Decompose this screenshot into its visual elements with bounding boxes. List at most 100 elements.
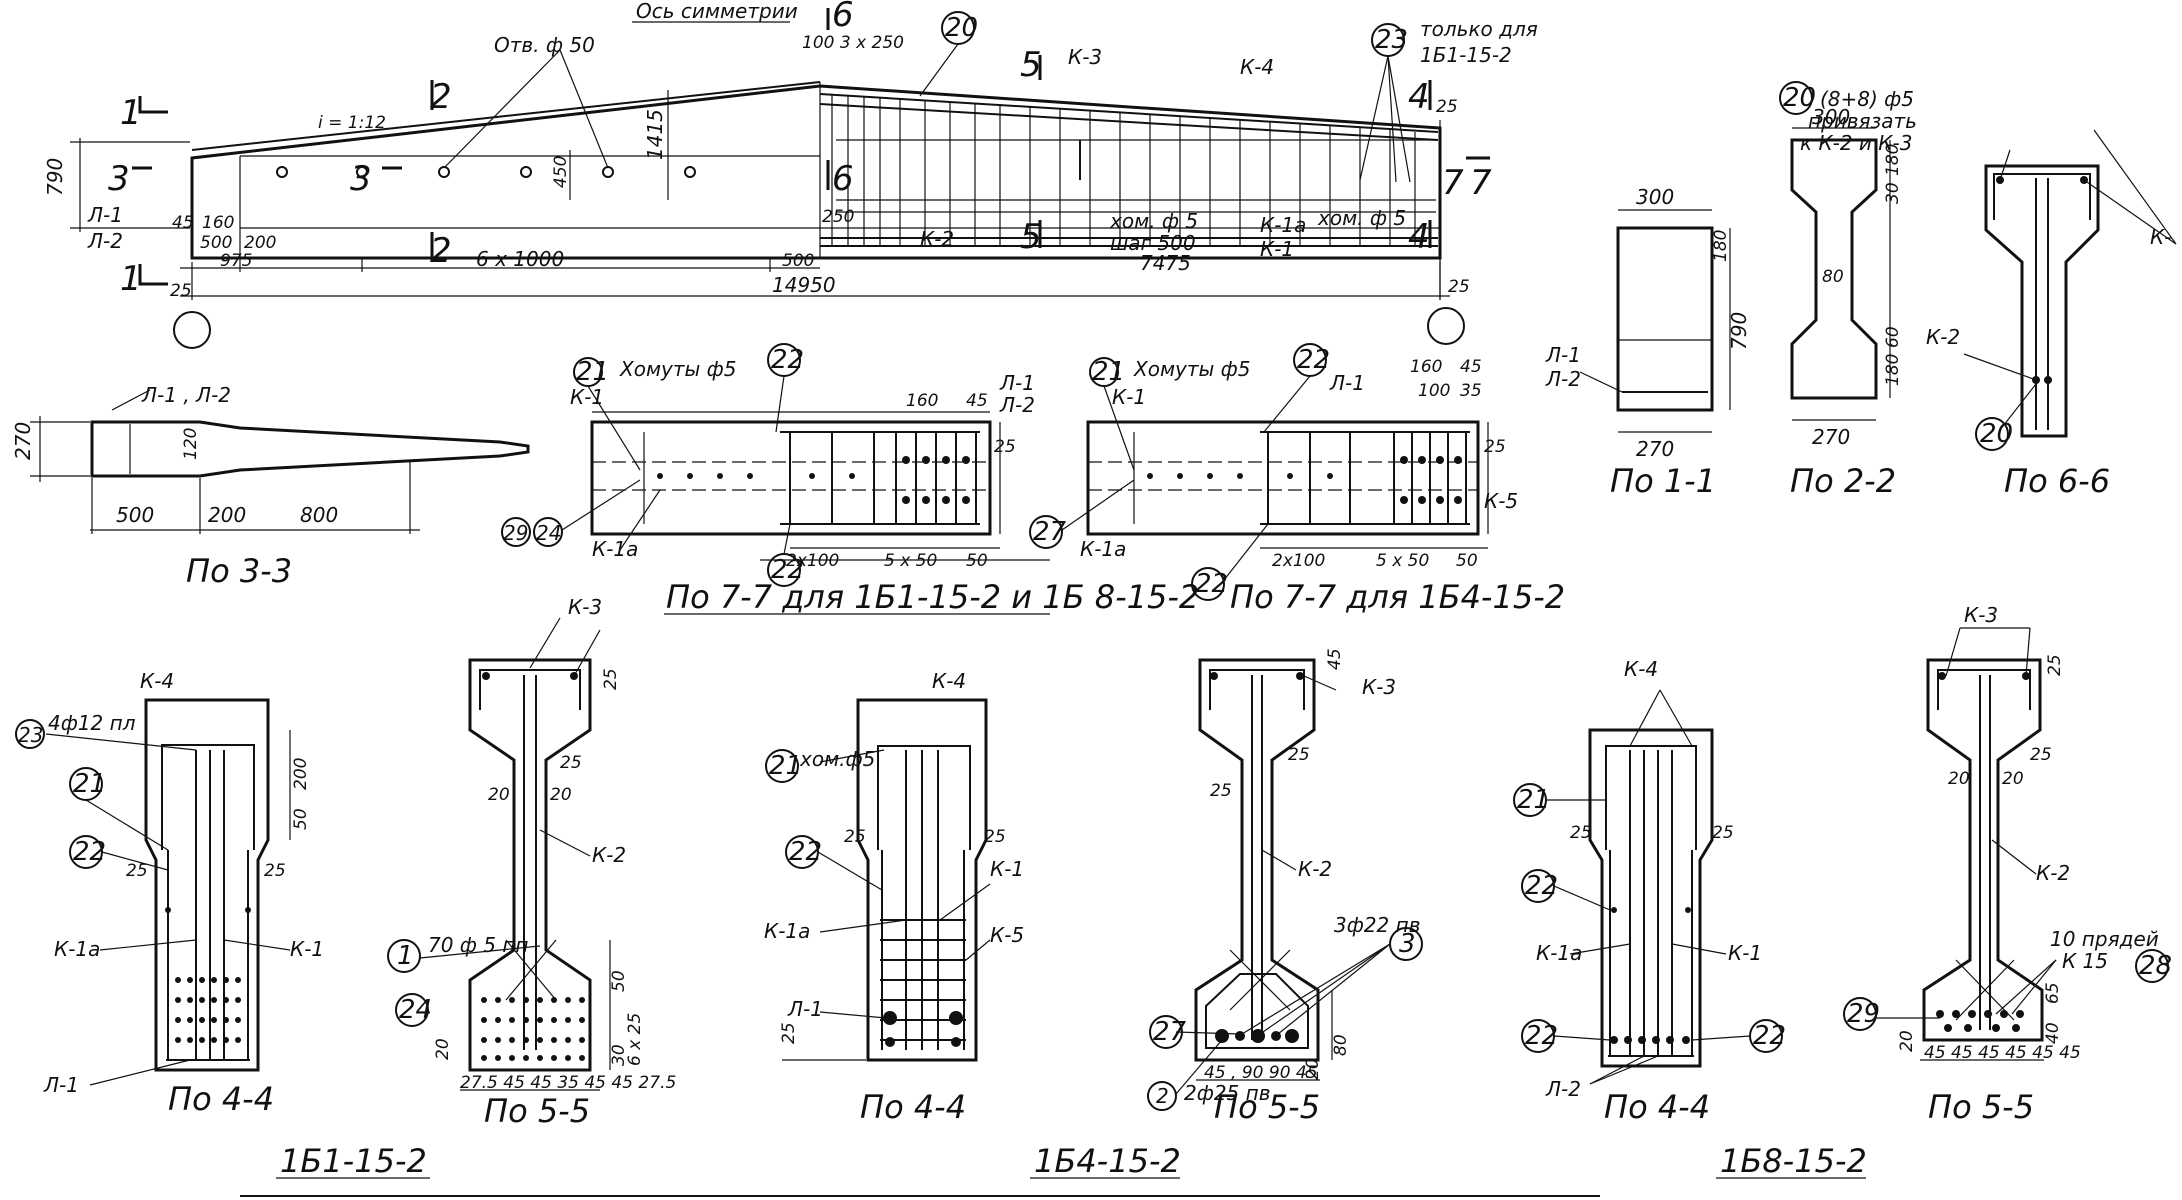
s66-title: По 6-6 xyxy=(2004,462,2110,500)
symmetry-axis-label: Ось симметрии xyxy=(636,0,798,23)
s77b-k5: К-5 xyxy=(1484,489,1518,513)
s77a-callout-21: 21 xyxy=(576,357,609,387)
g1s55-d20b: 20 xyxy=(550,785,572,805)
s77b-title: По 7-7 для 1Б4-15-2 xyxy=(1230,578,1565,616)
section-marker-6-bottom: 6 xyxy=(832,159,854,199)
g8-d25a: 25 xyxy=(1570,823,1592,843)
group-1b1-section-4-4: 4ф12 пл К-4 К-1а К-1 Л-1 25 25 200 50 23… xyxy=(15,669,324,1118)
g4-s44-title: По 4-4 xyxy=(860,1088,966,1126)
g1-bars: 4ф12 пл xyxy=(48,711,136,735)
g8-k1: К-1 xyxy=(1728,941,1762,965)
g1s55-d30: 30 xyxy=(609,1044,629,1066)
dim-250: 250 xyxy=(822,207,854,227)
label-k3: К-3 xyxy=(1068,45,1102,69)
group-1b8-title: 1Б8-15-2 xyxy=(1720,1142,1867,1180)
g8s55-callout-28: 28 xyxy=(2139,951,2172,981)
dim-500: 500 xyxy=(200,233,232,253)
g1s55-k3: К-3 xyxy=(568,595,602,619)
group-1b4-title: 1Б4-15-2 xyxy=(1034,1142,1181,1180)
section-marker-2-bottom: 2 xyxy=(430,231,452,271)
section-7-7-a: Хомуты ф5 К-1 К-1а Л-1 Л-2 160 45 25 2x1… xyxy=(501,343,1199,616)
s22-d180b: 180 xyxy=(1883,354,1903,386)
section-outline xyxy=(1194,658,1320,1062)
s33-h270: 270 xyxy=(11,422,35,460)
label-l1: Л-1 xyxy=(87,203,123,227)
s77b-d50: 50 xyxy=(1456,551,1478,571)
g1-d25b: 25 xyxy=(264,861,286,881)
callout-20: 20 xyxy=(945,13,978,43)
strand-dots xyxy=(1936,672,2030,1032)
section-outline xyxy=(1790,138,1878,400)
label-l2: Л-2 xyxy=(87,229,123,253)
dim-14950: 14950 xyxy=(772,273,836,297)
callout-circle xyxy=(765,749,799,783)
g8s55-d20b: 20 xyxy=(2002,769,2024,789)
stirrups-label: хом. ф 5 xyxy=(1317,206,1406,230)
g1-k1a: К-1а xyxy=(54,937,100,961)
s77a-k1: К-1 xyxy=(570,385,604,409)
dim-200: 200 xyxy=(244,233,276,253)
callout-20-b: 20 xyxy=(1783,83,1816,113)
s33-d500: 500 xyxy=(116,503,154,527)
g4-callout-21: 21 xyxy=(769,751,802,781)
callout-circle xyxy=(1147,1081,1177,1111)
dim-25-right: 25 xyxy=(1448,277,1470,297)
s77b-k1: К-1 xyxy=(1112,385,1146,409)
section-7-7-b: Хомуты ф5 К-1 К-1а К-5 Л-1 160 45 100 35… xyxy=(1029,343,1565,616)
section-outline xyxy=(1922,658,2044,1042)
s11-height: 790 xyxy=(1727,312,1751,350)
s33-label: Л-1 , Л-2 xyxy=(141,383,231,407)
callout-23: 23 xyxy=(1375,25,1408,55)
section-outline xyxy=(468,658,592,1072)
g4s55-callout-2: 2 xyxy=(1156,1084,1169,1108)
s77b-callout-22: 22 xyxy=(1297,345,1330,375)
g4s55-callout-27: 27 xyxy=(1153,1017,1187,1047)
s66-k2: К-2 xyxy=(1926,325,1960,349)
s77b-callout-21: 21 xyxy=(1092,357,1125,387)
g8-k4: К-4 xyxy=(1624,657,1658,681)
s77b-l1: Л-1 xyxy=(1329,371,1365,395)
section-3-3: 270 120 500 200 800 Л-1 , Л-2 По 3-3 xyxy=(11,383,530,590)
g1-k1: К-1 xyxy=(290,937,324,961)
g4-k1: К-1 xyxy=(990,857,1024,881)
callout-circle xyxy=(2135,949,2169,983)
section-outline xyxy=(1588,728,1714,1068)
beam-top-edge xyxy=(191,81,821,151)
callout-circle xyxy=(1975,417,2009,451)
s77a-l2: Л-2 xyxy=(999,393,1035,417)
dim-7475: 7475 xyxy=(1140,251,1191,275)
g8s55-strands: 10 прядей xyxy=(2050,927,2159,951)
s33-d800: 800 xyxy=(300,503,338,527)
only-for-value: 1Б1-15-2 xyxy=(1420,43,1512,67)
g8-d25b: 25 xyxy=(1712,823,1734,843)
label-k1a: К-1а xyxy=(1260,213,1306,237)
g4s55-title: По 5-5 xyxy=(1214,1088,1320,1126)
s77a-callout-22: 22 xyxy=(771,345,804,375)
section-marker-6-top: 6 xyxy=(832,0,854,35)
rebar-dots xyxy=(657,456,970,504)
s77a-stirrups: Хомуты ф5 xyxy=(619,357,736,381)
dim-160: 160 xyxy=(202,213,234,233)
g1-d200: 200 xyxy=(291,758,311,790)
dim-790: 790 xyxy=(43,158,67,196)
g4-k4: К-4 xyxy=(932,669,966,693)
g1s55-d20: 20 xyxy=(433,1038,453,1060)
group-1b4-section-4-4: хом.ф5 К-4 К-1 К-1а К-5 Л-1 25 25 25 21 … xyxy=(764,669,1024,1126)
callout-circle xyxy=(387,939,421,973)
s77a-d45: 45 xyxy=(966,391,988,411)
section-outline xyxy=(1086,420,1480,536)
bars-note-3: к К-2 и К-3 xyxy=(1800,131,1912,155)
g4-d25a: 25 xyxy=(844,827,866,847)
s11-l2: Л-2 xyxy=(1545,367,1581,391)
g4s55-callout-3: 3 xyxy=(1399,929,1416,959)
section-marker-1-top: 1 xyxy=(120,93,142,133)
s77b-d2x100: 2x100 xyxy=(1272,551,1325,571)
s77b-k1a: К-1а xyxy=(1080,537,1126,561)
label-k1: К-1 xyxy=(1260,237,1294,261)
g4s55-bottom: 45 , 90 90 45 xyxy=(1204,1063,1318,1083)
wire-dots xyxy=(481,672,585,1061)
s77a-d25: 25 xyxy=(994,437,1016,457)
dim-top-step: 100 3 x 250 xyxy=(802,33,904,53)
section-marker-3-left: 3 xyxy=(108,159,130,199)
g8s55-callout-29: 29 xyxy=(1847,999,1880,1029)
